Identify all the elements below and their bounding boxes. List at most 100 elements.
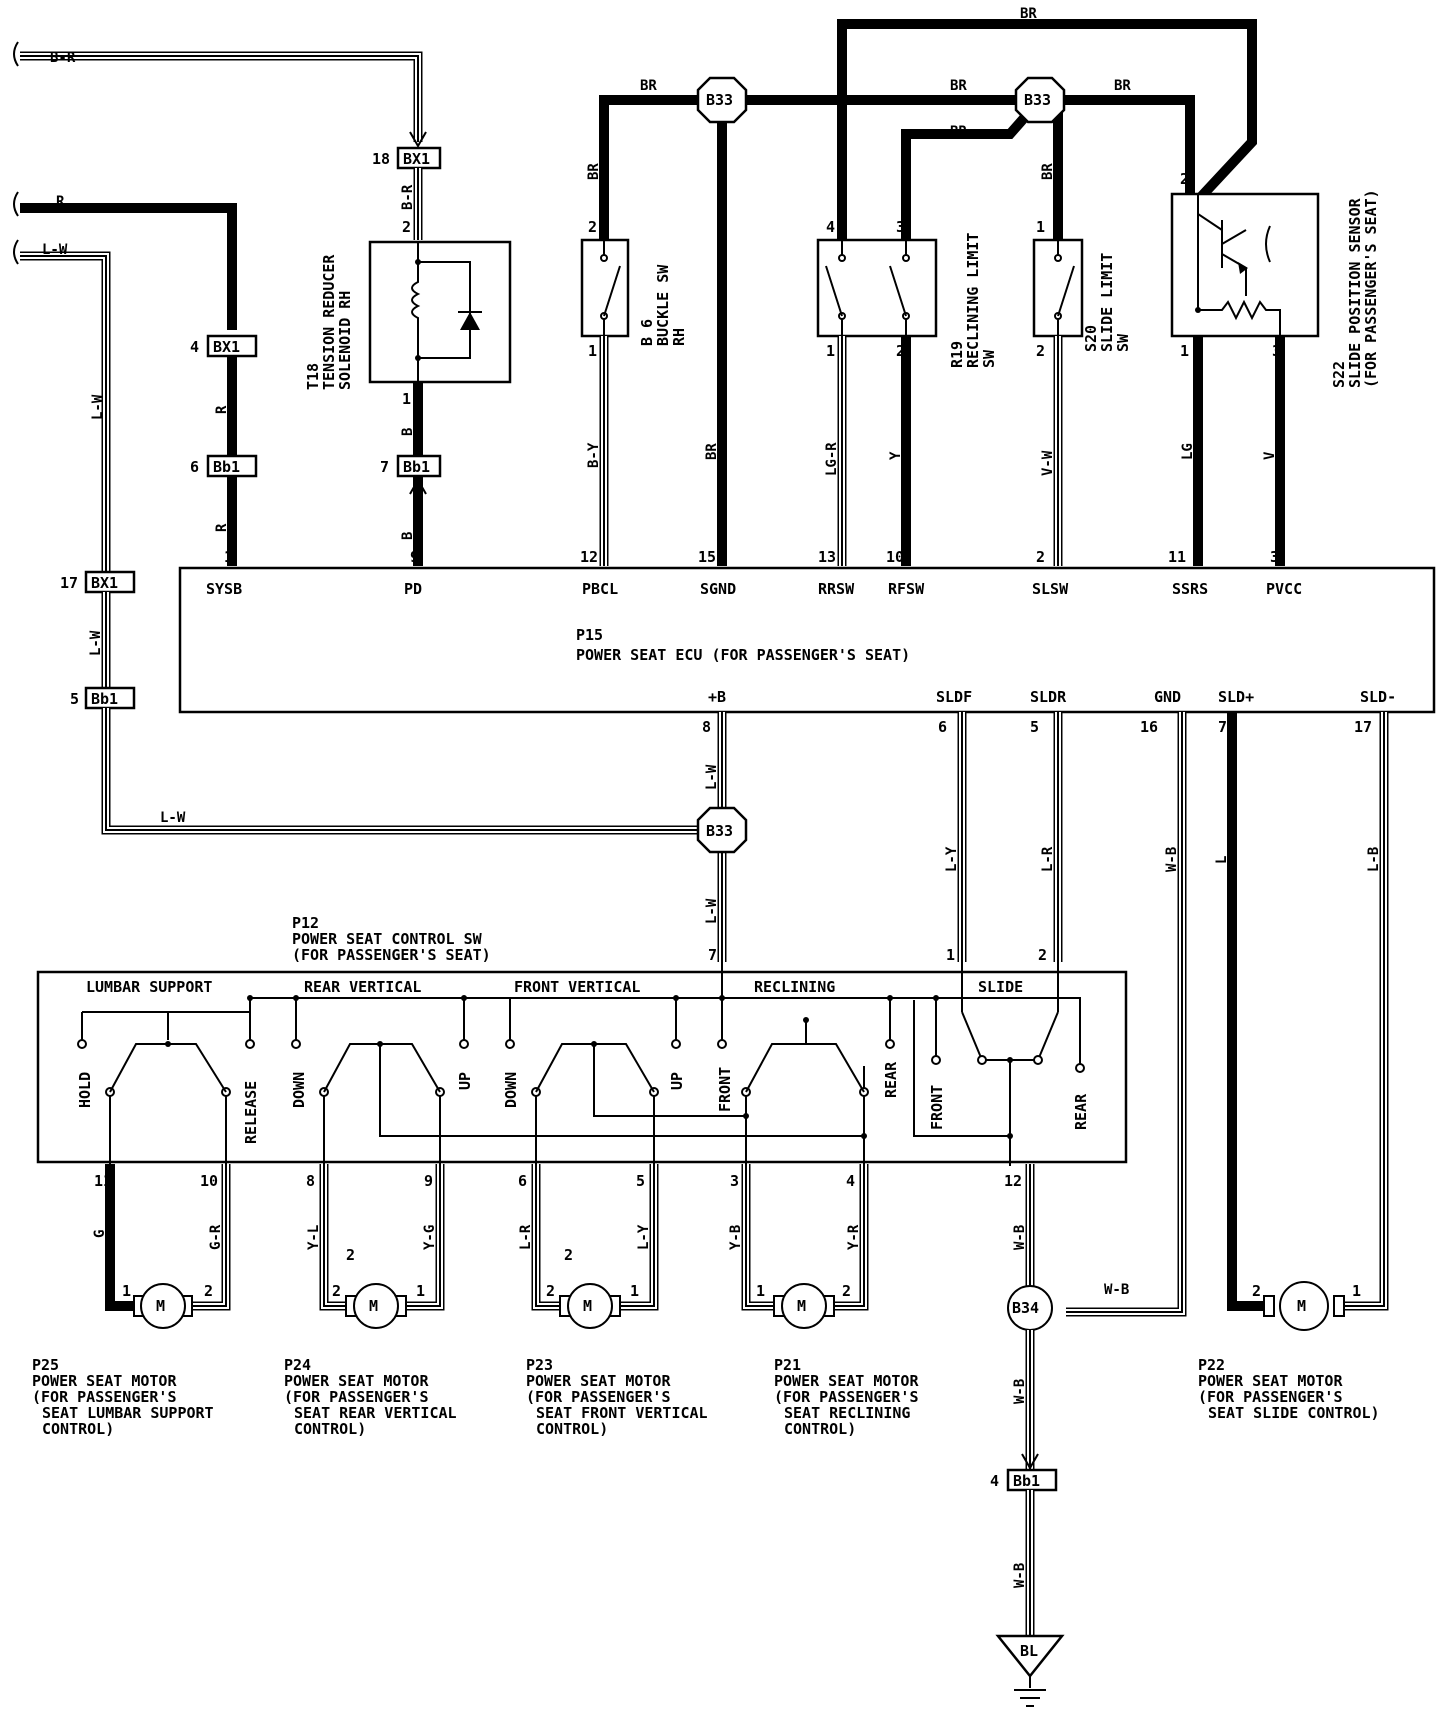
switch-bottom-pin: 9 xyxy=(424,1172,433,1190)
motor-line: POWER SEAT MOTOR xyxy=(774,1372,919,1390)
motor-line: CONTROL) xyxy=(784,1420,856,1438)
switch-bottom-pin: 6 xyxy=(518,1172,527,1190)
splice-label: B33 xyxy=(706,91,733,109)
motor-pin: 2 xyxy=(332,1282,341,1300)
wire-label: Y-L xyxy=(306,1225,322,1250)
ground-label: BL xyxy=(1020,1642,1038,1660)
motor-line: (FOR PASSENGER'S xyxy=(1198,1388,1343,1406)
r19-id: R19 xyxy=(948,341,966,368)
pin: 1 xyxy=(1036,218,1045,236)
motor-icon xyxy=(353,1283,399,1329)
motor-id: P25 xyxy=(32,1356,59,1374)
ecu-name: POWER SEAT ECU (FOR PASSENGER'S SEAT) xyxy=(576,646,910,664)
ecu-pin-num: 6 xyxy=(938,718,947,736)
s20-name-line1: SLIDE LIMIT xyxy=(1098,253,1116,352)
switch-bottom-pin: 4 xyxy=(846,1172,855,1190)
motor-symbol: M xyxy=(369,1297,378,1315)
switch-pos-up: UP xyxy=(456,1072,474,1090)
wire-label: B-Y xyxy=(586,442,602,468)
wire-label: G xyxy=(92,1230,108,1238)
wire-label: B xyxy=(400,428,416,436)
wire-label: R xyxy=(214,405,230,414)
wire-label: L-W xyxy=(704,898,720,924)
ecu-pin-num: 3 xyxy=(1270,548,1279,566)
connector-label: BX1 xyxy=(403,150,430,168)
wire-label: L xyxy=(1214,856,1230,864)
switch-pos-front: FRONT xyxy=(928,1085,946,1130)
motor-extra-label: 2 xyxy=(564,1246,573,1264)
ecu-pin-sig: GND xyxy=(1154,688,1181,706)
motor-id: P24 xyxy=(284,1356,311,1374)
s22-name-line1: SLIDE POSITION SENSOR xyxy=(1346,197,1364,388)
ecu-pin-sig: SSRS xyxy=(1172,580,1208,598)
motor-p24: 2 2 1 M P24 POWER SEAT MOTOR (FOR PASSEN… xyxy=(284,1246,457,1438)
wire-r-input: R xyxy=(20,194,237,330)
motor-pin: 2 xyxy=(842,1282,851,1300)
input-stubs xyxy=(13,41,19,265)
connector-label: BX1 xyxy=(213,338,240,356)
section-label: FRONT VERTICAL xyxy=(514,978,640,996)
wire-label: BR xyxy=(1020,6,1037,22)
ecu-pin-num: 7 xyxy=(1218,718,1227,736)
wire-label: BR xyxy=(950,124,967,140)
ground-icon xyxy=(1014,1676,1046,1707)
ecu-p15: P15 POWER SEAT ECU (FOR PASSENGER'S SEAT… xyxy=(178,548,1436,736)
ecu-pin-sig: RRSW xyxy=(818,580,855,598)
motor-pin: 2 xyxy=(1252,1282,1261,1300)
wire-label: BR xyxy=(1114,78,1131,94)
wire-label: BR xyxy=(586,163,602,180)
motor-line: SEAT RECLINING xyxy=(784,1404,910,1422)
motor-symbol: M xyxy=(583,1297,592,1315)
ecu-pin-sig: SLD- xyxy=(1360,688,1396,706)
switch-slide[interactable]: FRONT REAR xyxy=(913,962,1090,1166)
b6-buckle-switch: 2 1 B 6 BUCKLE SW RH B-Y xyxy=(580,218,688,566)
ecu-pin-sig: RFSW xyxy=(888,580,925,598)
switch-panel-p12: P12 POWER SEAT CONTROL SW (FOR PASSENGER… xyxy=(36,914,1128,1190)
s22-id: S22 xyxy=(1330,361,1348,388)
ecu-pin-num: 1 xyxy=(224,548,233,566)
connector-pin: 7 xyxy=(380,458,389,476)
connector-pin: 4 xyxy=(990,1472,999,1490)
br-harness: BR BR BR BR BR BR BR BR xyxy=(586,6,1257,566)
section-label: SLIDE xyxy=(978,978,1023,996)
wire-label: BR xyxy=(704,443,720,460)
wire-label: Y-B xyxy=(728,1225,744,1250)
wire-label: LG-R xyxy=(824,442,840,476)
wire-label: L-B xyxy=(1366,847,1382,872)
switch-pos-down: DOWN xyxy=(502,1072,520,1108)
motor-p25: 1 2 M P25 POWER SEAT MOTOR (FOR PASSENGE… xyxy=(32,1282,214,1438)
wire-label: L-R xyxy=(1040,846,1056,872)
pin: 2 xyxy=(402,218,411,236)
motor-id: P22 xyxy=(1198,1356,1225,1374)
switch-lumbar[interactable]: HOLD RELEASE xyxy=(76,1011,260,1166)
wire-label: B xyxy=(400,532,416,540)
switch-rear-vertical[interactable]: DOWN UP xyxy=(290,1039,865,1166)
connector-pin: 4 xyxy=(190,338,199,356)
ecu-pin-sig: SLDF xyxy=(936,688,972,706)
wire-label: Y-G xyxy=(422,1225,438,1250)
ecu-pin-sig: SLD+ xyxy=(1218,688,1254,706)
b6-id: B 6 xyxy=(638,319,656,346)
motor-icon xyxy=(781,1283,827,1329)
splice-b33-2: B33 xyxy=(1014,76,1066,124)
pin: 2 xyxy=(1180,170,1189,188)
ecu-pin-num: 8 xyxy=(702,718,711,736)
gnd-wire: W-B W-B xyxy=(1066,712,1187,1317)
motor-line: (FOR PASSENGER'S xyxy=(526,1388,671,1406)
splice-b33-1: B33 xyxy=(696,76,748,124)
wire-label: V xyxy=(1262,451,1278,460)
switch-reclining[interactable]: FRONT REAR xyxy=(716,1017,900,1166)
wire-label: L-W xyxy=(90,394,106,420)
connector-label: Bb1 xyxy=(213,458,240,476)
switch-panel-line1: POWER SEAT CONTROL SW xyxy=(292,930,483,948)
motor-p22: 2 1 M P22 POWER SEAT MOTOR (FOR PASSENGE… xyxy=(1198,1281,1380,1422)
sysb-circuit: BX1 4 R Bb1 6 R xyxy=(190,334,258,566)
motor-line: CONTROL) xyxy=(294,1420,366,1438)
motor-line: POWER SEAT MOTOR xyxy=(526,1372,671,1390)
switch-pos-down: DOWN xyxy=(290,1072,308,1108)
ecu-pin-num: 2 xyxy=(1036,548,1045,566)
ecu-pin-sig: +B xyxy=(708,688,726,706)
wire-label: LG xyxy=(1180,443,1196,460)
switch-pos-up: UP xyxy=(668,1072,686,1090)
